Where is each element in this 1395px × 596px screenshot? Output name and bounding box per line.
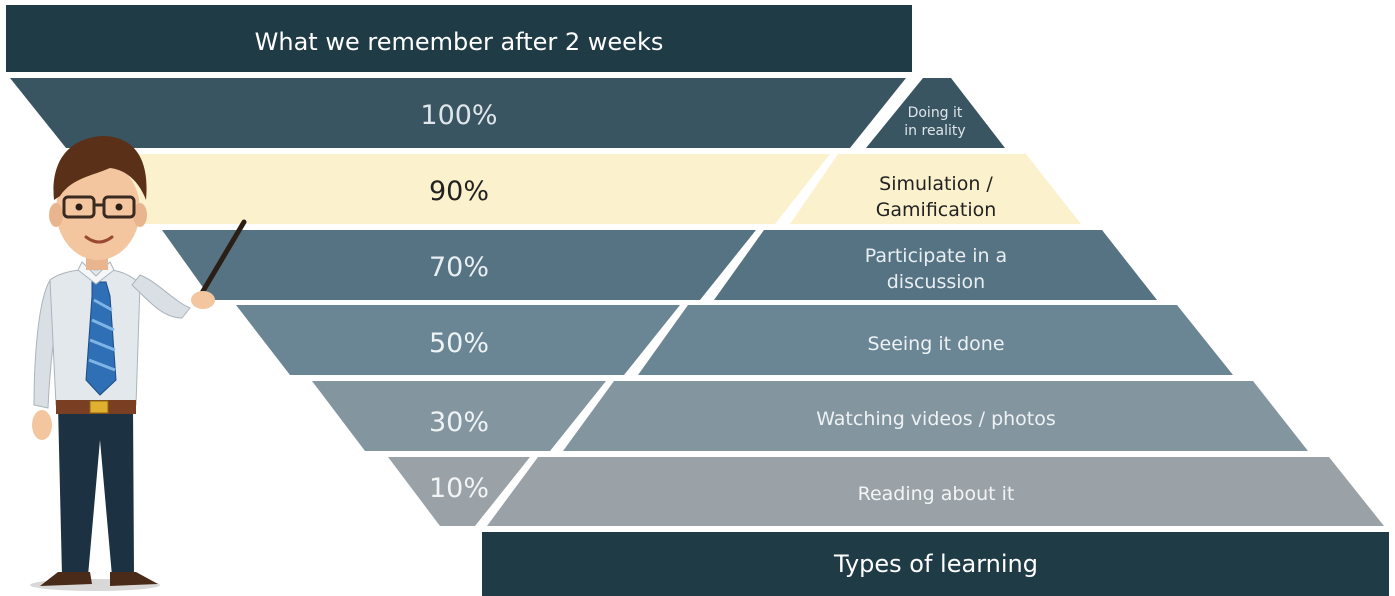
left-shoe [40,572,92,586]
type-label-discussion-line1: Participate in a [865,245,1007,267]
footer-banner: Types of learning [482,532,1389,596]
header-title: What we remember after 2 weeks [255,28,664,56]
percent-label-50: 50% [429,328,489,359]
percent-label-10: 10% [429,473,489,504]
header-banner: What we remember after 2 weeks [6,5,912,72]
right-shoe [110,572,158,586]
pointer-stick [193,219,247,306]
type-band-seeing [638,305,1233,375]
type-band-discussion [714,230,1157,300]
percent-band-50 [236,305,680,375]
hair [53,136,147,200]
percent-label-30: 30% [429,407,489,438]
left-eye [75,203,83,211]
type-label-simulation-line1: Simulation / [879,173,993,195]
smile [84,235,114,244]
right-ear [133,203,147,227]
percent-label-70: 70% [429,252,489,283]
percent-band-70 [162,230,756,300]
footer-title: Types of learning [833,550,1038,578]
header-banner-bg [6,5,912,72]
type-label-simulation-line2: Gamification [876,199,997,221]
percent-label-100: 100% [420,100,497,131]
type-label-watching: Watching videos / photos [816,408,1056,430]
type-label-reading: Reading about it [858,483,1015,505]
footer-banner-bg [482,532,1389,596]
glasses-left-lens [62,195,96,219]
right-hand [191,291,215,309]
glasses-right-lens [102,195,136,219]
teacher-illustration [30,136,247,591]
type-label-seeing: Seeing it done [867,333,1004,355]
percent-band-10 [388,457,530,526]
percent-band-90 [88,154,830,224]
right-eye [115,203,123,211]
type-label-doing-line2: in reality [904,123,965,139]
necktie-stripes [88,298,116,372]
percent-bands: 100% 90% 70% 50% 30% 10% [10,78,906,526]
percent-label-90: 90% [429,176,489,207]
trousers-shape [58,405,134,576]
right-sleeve [131,274,191,319]
type-band-watching [563,381,1308,451]
type-band-reading [487,457,1384,526]
percent-band-100 [10,78,906,148]
face [56,160,140,260]
left-ear [49,203,63,227]
type-band-doing [866,78,1005,148]
type-bands: Doing it in reality Simulation / Gamific… [487,78,1384,526]
percent-band-30 [312,381,606,451]
type-band-simulation [790,154,1081,224]
belt-buckle [89,400,109,414]
type-label-doing-line1: Doing it [908,105,963,121]
left-hand [32,410,52,440]
type-label-discussion-line2: discussion [887,271,985,293]
